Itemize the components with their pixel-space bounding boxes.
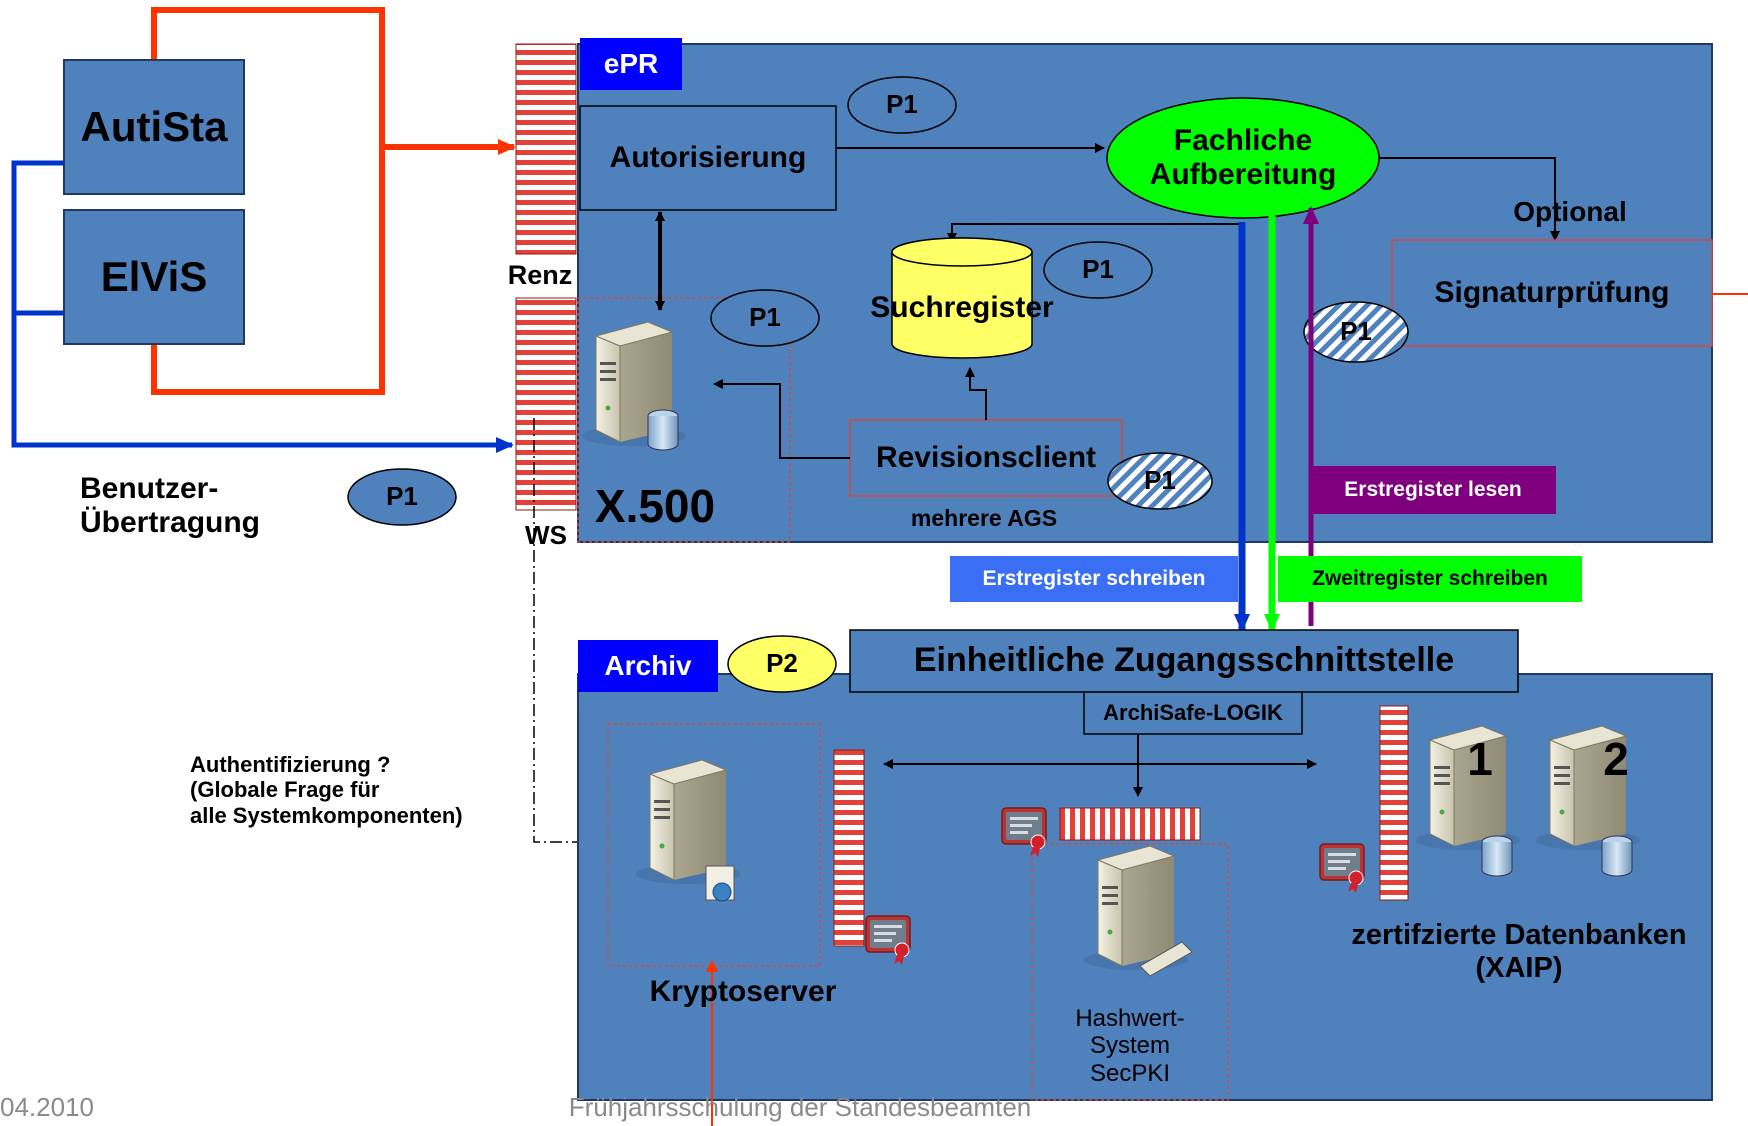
archiv-title: Archiv xyxy=(604,649,692,681)
p1-autorisierung-label: P1 xyxy=(886,89,918,120)
benutzer-blue-line xyxy=(11,160,514,453)
elvis-label: ElViS xyxy=(100,252,208,300)
db2-db-icon xyxy=(1601,835,1633,877)
zweitregister-schreiben-label-box xyxy=(1278,556,1582,602)
autorisierung-box xyxy=(579,105,837,211)
erstregister-schreiben-label-box xyxy=(950,556,1238,602)
kryptoserver-label: Kryptoserver xyxy=(649,974,837,1008)
p2-ellipse xyxy=(727,635,837,693)
zugangsschnittstelle-box xyxy=(849,629,1519,693)
suchregister-cylinder xyxy=(891,252,1033,359)
revisionsclient-box xyxy=(849,419,1123,497)
zertifizierte-datenbanken-label: zertifzierte Datenbanken (XAIP) xyxy=(1351,918,1687,984)
revisionsclient-to-suchregister-arrow xyxy=(965,367,987,420)
db2-number: 2 xyxy=(1603,732,1629,785)
p1-suchregister-ellipse xyxy=(1043,241,1153,299)
footer-event: Frühjahrsschulung der Standesbeamten xyxy=(568,1092,1032,1123)
p2-label: P2 xyxy=(766,648,798,679)
erstregister-lesen-label: Erstregister lesen xyxy=(1344,477,1522,501)
p1-benutzer-ellipse xyxy=(347,468,457,526)
optional-label: Optional xyxy=(1513,195,1627,227)
hashwert-card-reader-icon xyxy=(1139,941,1193,977)
p1-suchregister-label: P1 xyxy=(1082,254,1114,285)
p1-signatur-ellipse xyxy=(1303,301,1409,363)
kryptoserver-firewall xyxy=(833,749,865,947)
fachliche-aufbereitung-label: Fachliche Aufbereitung xyxy=(1149,123,1337,192)
signaturpruefung-box xyxy=(1391,239,1713,347)
p1-autorisierung-ellipse xyxy=(847,76,957,134)
datenbanken-firewall xyxy=(1379,705,1409,901)
autista-red-loop xyxy=(151,7,385,395)
zugangsschnittstelle-label: Einheitliche Zugangsschnittstelle xyxy=(913,641,1455,680)
fachliche-to-signatur-arrow xyxy=(1379,157,1560,241)
kryptoserver-globe-icon xyxy=(712,882,732,902)
hashwert-dotted-frame xyxy=(1031,843,1229,1101)
kryptoserver-icon xyxy=(635,759,741,885)
hashwert-firewall xyxy=(1059,807,1201,841)
revisionsclient-to-x500-arrow xyxy=(713,379,850,459)
erstregister-lesen-label-box xyxy=(1310,466,1556,514)
erstregister-schreiben-label: Erstregister schreiben xyxy=(982,566,1206,590)
db1-db-icon xyxy=(1481,835,1513,877)
authentifizierung-label: Authentifizierung ? (Globale Frage für a… xyxy=(190,752,463,828)
p1-benutzer-label: P1 xyxy=(386,481,418,512)
revisionsclient-label: Revisionsclient xyxy=(875,440,1097,474)
archiv-title-tag xyxy=(578,640,718,692)
p1-x500-ellipse xyxy=(710,289,820,347)
renz-label: Renz xyxy=(507,260,573,291)
ws-label: WS xyxy=(525,520,567,551)
autorisierung-label: Autorisierung xyxy=(609,140,807,174)
autista-label: AutiSta xyxy=(80,102,228,150)
archisafe-logik-box xyxy=(1083,691,1303,735)
signaturpruefung-label: Signaturprüfung xyxy=(1434,275,1670,309)
footer-date: 04.2010 xyxy=(0,1092,94,1123)
x500-db-icon xyxy=(647,409,679,451)
benutzer-uebertragung-label: Benutzer- Übertragung xyxy=(80,471,260,540)
epr-title: ePR xyxy=(603,47,659,79)
p1-signatur-label: P1 xyxy=(1340,316,1372,347)
mehrere-ags-label: mehrere AGS xyxy=(910,504,1058,531)
ws-firewall xyxy=(515,297,577,511)
db1-number: 1 xyxy=(1467,732,1493,785)
p1-revisionsclient-label: P1 xyxy=(1144,465,1176,496)
suchregister-cylinder-top xyxy=(891,237,1033,267)
archisafe-logik-label: ArchiSafe-LOGIK xyxy=(1103,700,1283,726)
renz-firewall xyxy=(515,43,577,255)
x500-label: X.500 xyxy=(594,479,716,532)
fachliche-to-suchregister-arrow xyxy=(947,223,1243,243)
autista-box xyxy=(63,59,245,195)
hashwert-system-label: Hashwert- System SecPKI xyxy=(1075,1004,1185,1087)
suchregister-label: Suchregister xyxy=(870,290,1054,324)
elvis-box xyxy=(63,209,245,345)
epr-title-tag xyxy=(580,38,682,90)
p1-x500-label: P1 xyxy=(749,302,781,333)
zweitregister-schreiben-label: Zweitregister schreiben xyxy=(1312,566,1548,590)
p1-revisionsclient-ellipse xyxy=(1107,452,1213,510)
